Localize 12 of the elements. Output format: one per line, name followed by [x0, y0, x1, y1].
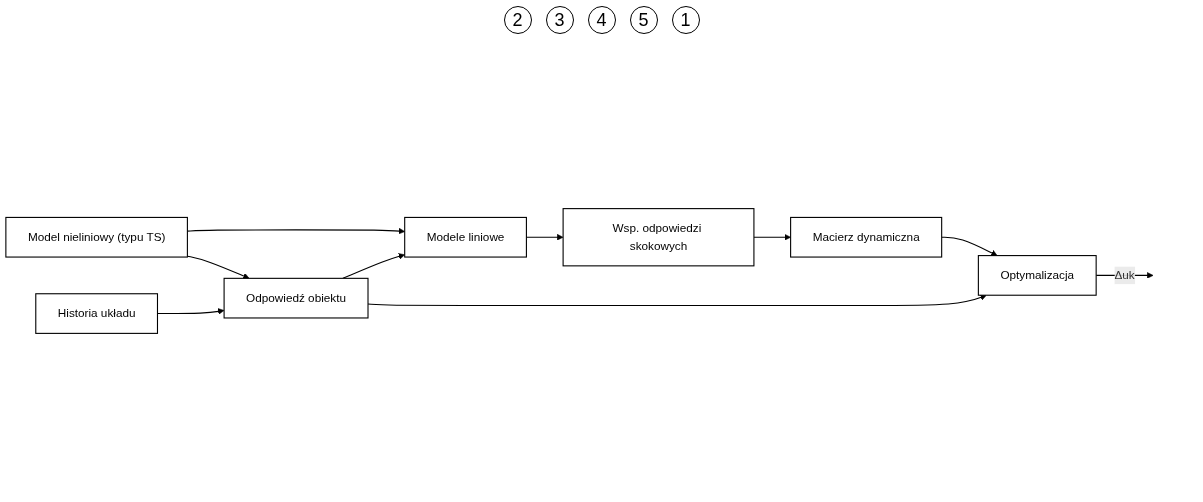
node-box: Historia układu: [35, 293, 159, 334]
edge-label: Δuk: [1114, 268, 1135, 282]
node-box: Macierz dynamiczna: [790, 216, 943, 258]
node-box: Odpowiedź obiektu: [223, 277, 369, 319]
arrow: [186, 255, 250, 280]
node-box: Wsp. odpowiedzi skokowych: [562, 208, 755, 267]
arrow: [753, 234, 791, 241]
node-box: Model nieliniowy (typu TS): [5, 216, 188, 258]
node-box: Modele liniowe: [404, 216, 527, 258]
arrow: [941, 236, 998, 256]
node-box: Optymalizacja: [977, 255, 1097, 296]
arrow: [342, 253, 405, 279]
